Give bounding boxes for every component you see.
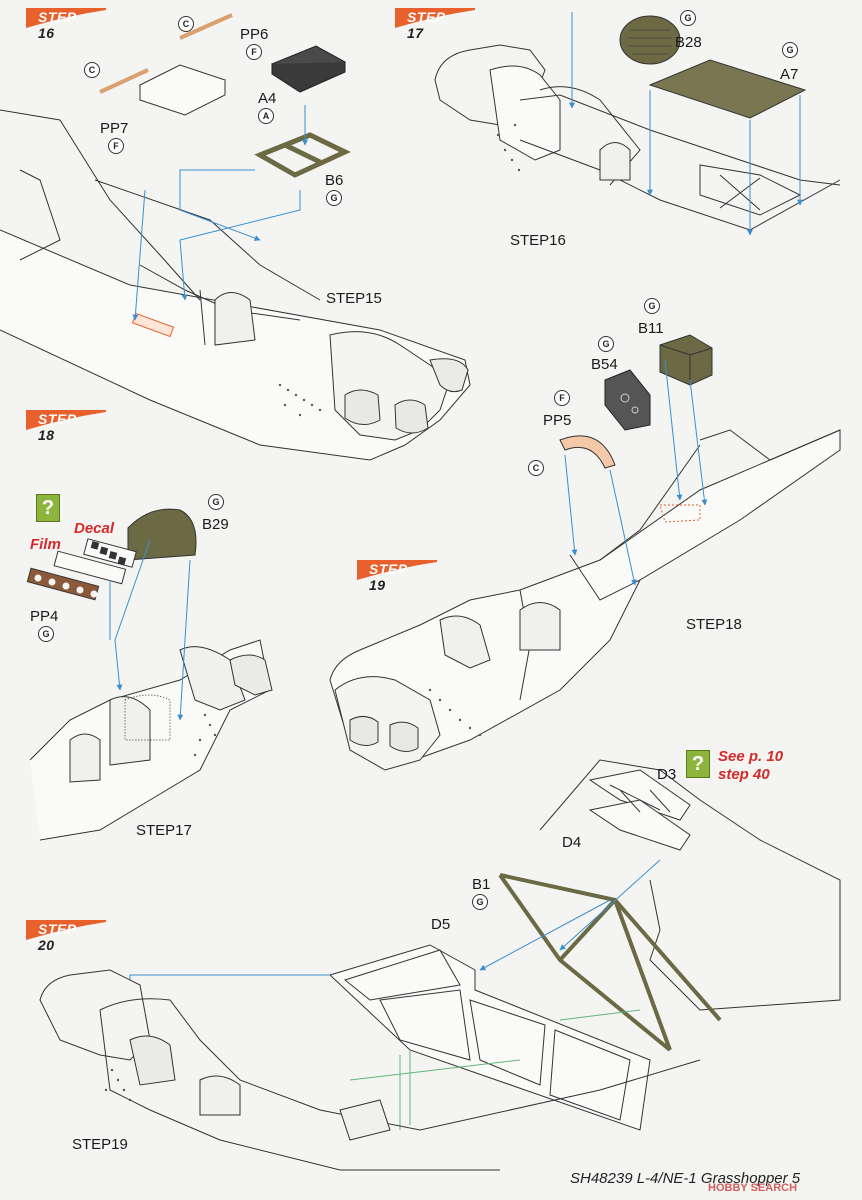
step20-fuselage-drawing	[39, 969, 701, 1171]
step17-parts	[569, 12, 807, 236]
paint-code-c: C	[528, 460, 544, 476]
watermark: HOBBY SEARCH	[708, 1182, 798, 1194]
paint-code-g: G	[326, 190, 342, 206]
decal-label: Decal	[74, 520, 115, 537]
step19-canopy-drawing	[539, 759, 841, 1011]
part-label-b29: B29	[202, 516, 229, 533]
film-label: Film	[30, 536, 61, 553]
step19-prefix: STEP	[369, 561, 408, 577]
step17-prefix: STEP	[407, 9, 446, 25]
part-label-pp5: PP5	[543, 412, 572, 429]
part-label-d3: D3	[657, 766, 677, 783]
step17-number: 17	[407, 25, 424, 41]
footer-title: SH48239 L-4/NE-1 Grasshopper	[570, 1170, 788, 1187]
part-label-d5: D5	[431, 916, 451, 933]
paint-code-g: G	[680, 10, 696, 26]
help-icon: ?	[686, 750, 710, 778]
part-label-pp4: PP4	[30, 608, 59, 625]
step18-parts	[559, 334, 713, 586]
paint-code-g: G	[598, 336, 614, 352]
part-label-pp7: PP7	[100, 120, 129, 137]
ref-step16: STEP16	[510, 232, 566, 249]
step18-left-parts	[26, 508, 197, 721]
step18-number: 18	[38, 427, 55, 443]
help-icon: ?	[36, 494, 60, 522]
paint-code-c: C	[178, 16, 194, 32]
paint-code-g: G	[782, 42, 798, 58]
ref-step19: STEP19	[72, 1136, 128, 1153]
paint-code-g: G	[208, 494, 224, 510]
step16-parts	[99, 13, 351, 321]
paint-code-g: G	[38, 626, 54, 642]
step20-prefix: STEP	[38, 921, 77, 937]
paint-code-f: F	[554, 390, 570, 406]
part-label-b54: B54	[591, 356, 618, 373]
step20-parts	[127, 859, 722, 1131]
part-label-b11: B11	[638, 320, 664, 337]
part-label-b1: B1	[472, 876, 491, 893]
part-label-pp6: PP6	[240, 26, 269, 43]
part-label-d4: D4	[562, 834, 582, 851]
paint-code-a: A	[258, 108, 274, 124]
step18-fuselage-drawing	[329, 429, 841, 771]
page-number: 5	[791, 1170, 801, 1187]
see-reference-line2: step 40	[718, 766, 770, 783]
step16-number: 16	[38, 25, 55, 41]
paint-code-c: C	[84, 62, 100, 78]
paint-code-g: G	[472, 894, 488, 910]
ref-step17: STEP17	[136, 822, 192, 839]
part-label-b28: B28	[675, 34, 702, 51]
step18-left-drawing	[29, 639, 273, 841]
ref-step18: STEP18	[686, 616, 742, 633]
step16-prefix: STEP	[38, 9, 77, 25]
paint-code-g: G	[644, 298, 660, 314]
step16-fuselage-drawing	[0, 109, 471, 461]
step19-number: 19	[369, 577, 386, 593]
step18-prefix: STEP	[38, 411, 77, 427]
part-label-a7: A7	[780, 66, 799, 83]
paint-code-f: F	[108, 138, 124, 154]
see-reference-line1: See p. 10	[718, 748, 784, 765]
step20-number: 20	[38, 937, 55, 953]
paint-code-f: F	[246, 44, 262, 60]
part-label-b6: B6	[325, 172, 344, 189]
part-label-a4: A4	[258, 90, 277, 107]
footer: SH48239 L-4/NE-1 Grasshopper 5	[570, 1170, 800, 1187]
ref-step15: STEP15	[326, 290, 382, 307]
